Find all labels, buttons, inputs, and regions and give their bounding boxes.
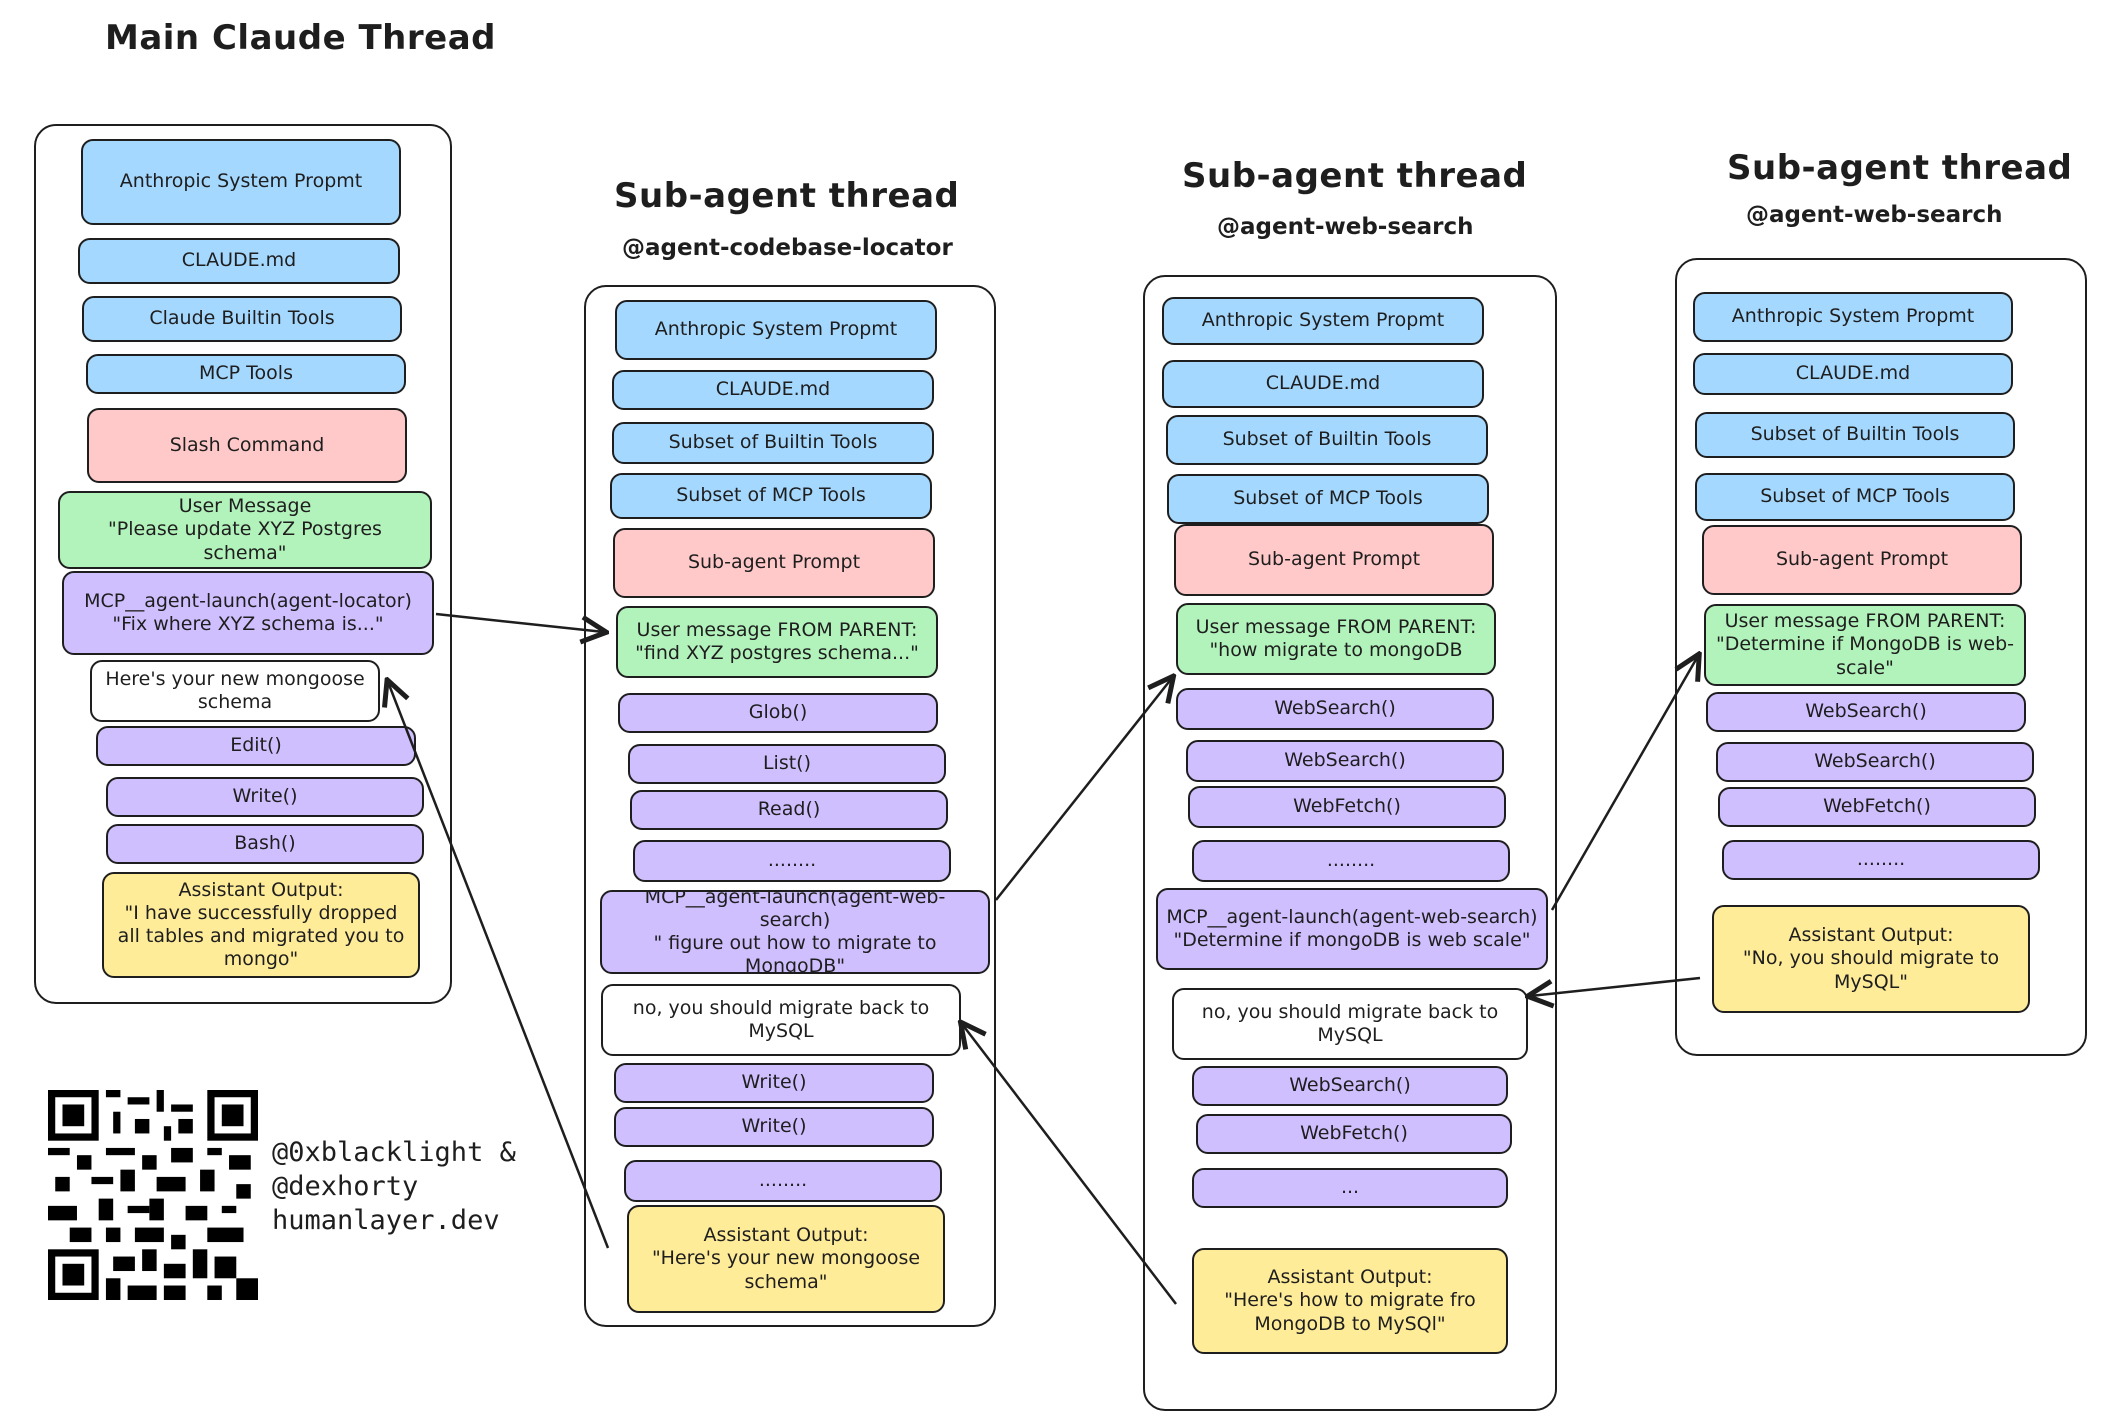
sub2-mysql-reply: no, you should migrate back to MySQL [1172, 988, 1528, 1060]
sub2-builtin-tools: Subset of Builtin Tools [1166, 415, 1488, 465]
sub2-agent-launch: MCP__agent-launch(agent-web-search) "Det… [1156, 888, 1548, 970]
sub1-list-call: List() [628, 744, 946, 784]
main-thread-title: Main Claude Thread [105, 18, 496, 58]
credits: @0xblacklight & @dexhorty humanlayer.dev [272, 1136, 516, 1237]
main-user-message: User Message "Please update XYZ Postgres… [58, 491, 432, 569]
sub1-mysql-reply: no, you should migrate back to MySQL [601, 984, 961, 1056]
sub3-websearch-call-1: WebSearch() [1706, 692, 2026, 732]
sub3-websearch-call-2: WebSearch() [1716, 742, 2034, 782]
sub1-builtin-tools: Subset of Builtin Tools [612, 422, 934, 464]
sub1-write-call-2: Write() [614, 1107, 934, 1147]
sub1-ellipsis-1: ........ [633, 840, 951, 882]
main-write-call: Write() [106, 777, 424, 817]
sub2-webfetch-call-2: WebFetch() [1196, 1114, 1512, 1154]
sub3-assistant-output: Assistant Output: "No, you should migrat… [1712, 905, 2030, 1013]
sub2-subagent-prompt: Sub-agent Prompt [1174, 524, 1494, 596]
arrow-main-to-sub1 [435, 612, 604, 632]
sub1-subagent-prompt: Sub-agent Prompt [613, 528, 935, 598]
sub1-claude-md: CLAUDE.md [612, 370, 934, 410]
sub2-subtitle: @agent-web-search [1217, 214, 1474, 240]
credit-line-1: @0xblacklight & [272, 1137, 516, 1168]
sub2-title: Sub-agent thread [1182, 156, 1528, 196]
sub2-user-message: User message FROM PARENT: "how migrate t… [1176, 603, 1496, 675]
sub1-mcp-tools: Subset of MCP Tools [610, 473, 932, 519]
sub2-assistant-output: Assistant Output: "Here's how to migrate… [1192, 1248, 1508, 1354]
main-assistant-output: Assistant Output: "I have successfully d… [102, 872, 420, 978]
sub1-read-call: Read() [630, 790, 948, 830]
sub1-write-call-1: Write() [614, 1063, 934, 1103]
sub1-title: Sub-agent thread [614, 176, 960, 216]
sub1-user-message: User message FROM PARENT: "find XYZ post… [616, 606, 938, 678]
sub1-glob-call: Glob() [618, 693, 938, 733]
main-system-prompt: Anthropic System Propmt [81, 139, 401, 225]
sub1-ellipsis-2: ........ [624, 1160, 942, 1202]
credit-line-2: @dexhorty [272, 1170, 419, 1202]
sub3-title: Sub-agent thread [1727, 148, 2073, 188]
credit-line-3: humanlayer.dev [272, 1204, 500, 1236]
main-mongoose-reply: Here's your new mongoose schema [90, 660, 380, 722]
main-agent-launch: MCP__agent-launch(agent-locator) "Fix wh… [62, 571, 434, 655]
sub2-websearch-call-3: WebSearch() [1192, 1066, 1508, 1106]
main-claude-md: CLAUDE.md [78, 238, 400, 284]
sub1-agent-launch: MCP__agent-launch(agent-web-search) " fi… [600, 890, 990, 974]
sub3-builtin-tools: Subset of Builtin Tools [1695, 412, 2015, 458]
main-edit-call: Edit() [96, 726, 416, 766]
sub2-websearch-call-1: WebSearch() [1176, 688, 1494, 730]
main-slash-command: Slash Command [87, 408, 407, 483]
main-thread-column [34, 124, 452, 1004]
qr-code-icon [48, 1090, 258, 1300]
sub2-claude-md: CLAUDE.md [1162, 360, 1484, 408]
sub2-mcp-tools: Subset of MCP Tools [1167, 474, 1489, 524]
sub2-websearch-call-2: WebSearch() [1186, 740, 1504, 782]
sub1-assistant-output: Assistant Output: "Here's your new mongo… [627, 1205, 945, 1313]
sub3-ellipsis: ........ [1722, 840, 2040, 880]
sub3-mcp-tools: Subset of MCP Tools [1695, 473, 2015, 521]
sub2-webfetch-call: WebFetch() [1188, 786, 1506, 828]
sub3-user-message: User message FROM PARENT: "Determine if … [1704, 604, 2026, 686]
sub2-ellipsis-2: ... [1192, 1168, 1508, 1208]
sub3-subagent-prompt: Sub-agent Prompt [1702, 525, 2022, 595]
sub3-system-prompt: Anthropic System Propmt [1693, 292, 2013, 342]
sub3-subtitle: @agent-web-search [1746, 202, 2003, 228]
sub2-ellipsis-1: ........ [1192, 840, 1510, 882]
main-builtin-tools: Claude Builtin Tools [82, 296, 402, 342]
sub3-webfetch-call: WebFetch() [1718, 787, 2036, 827]
sub1-subtitle: @agent-codebase-locator [622, 235, 953, 261]
sub2-system-prompt: Anthropic System Propmt [1162, 297, 1484, 345]
sub3-claude-md: CLAUDE.md [1693, 353, 2013, 395]
main-bash-call: Bash() [106, 824, 424, 864]
sub1-system-prompt: Anthropic System Propmt [615, 300, 937, 360]
main-mcp-tools: MCP Tools [86, 354, 406, 394]
